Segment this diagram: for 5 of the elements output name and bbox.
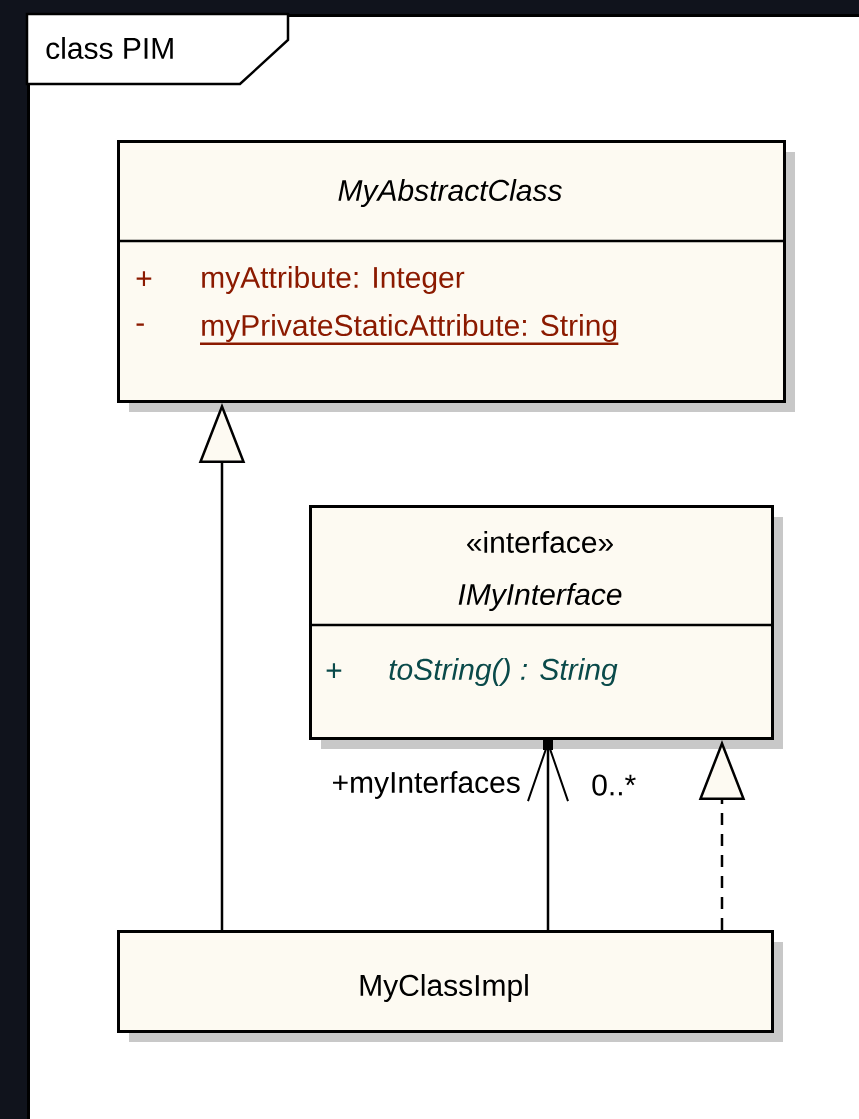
role-label: +myInterfaces xyxy=(333,771,520,799)
association-arrow xyxy=(527,740,569,930)
class-box: MyClassImpl xyxy=(117,930,783,1042)
class-box: MyAbstractClass + myAttribute: Integer - myPrivateStaticAttribute: String xyxy=(117,140,795,412)
class-box: «interface» IMyInterface + toString() : String xyxy=(309,505,783,749)
